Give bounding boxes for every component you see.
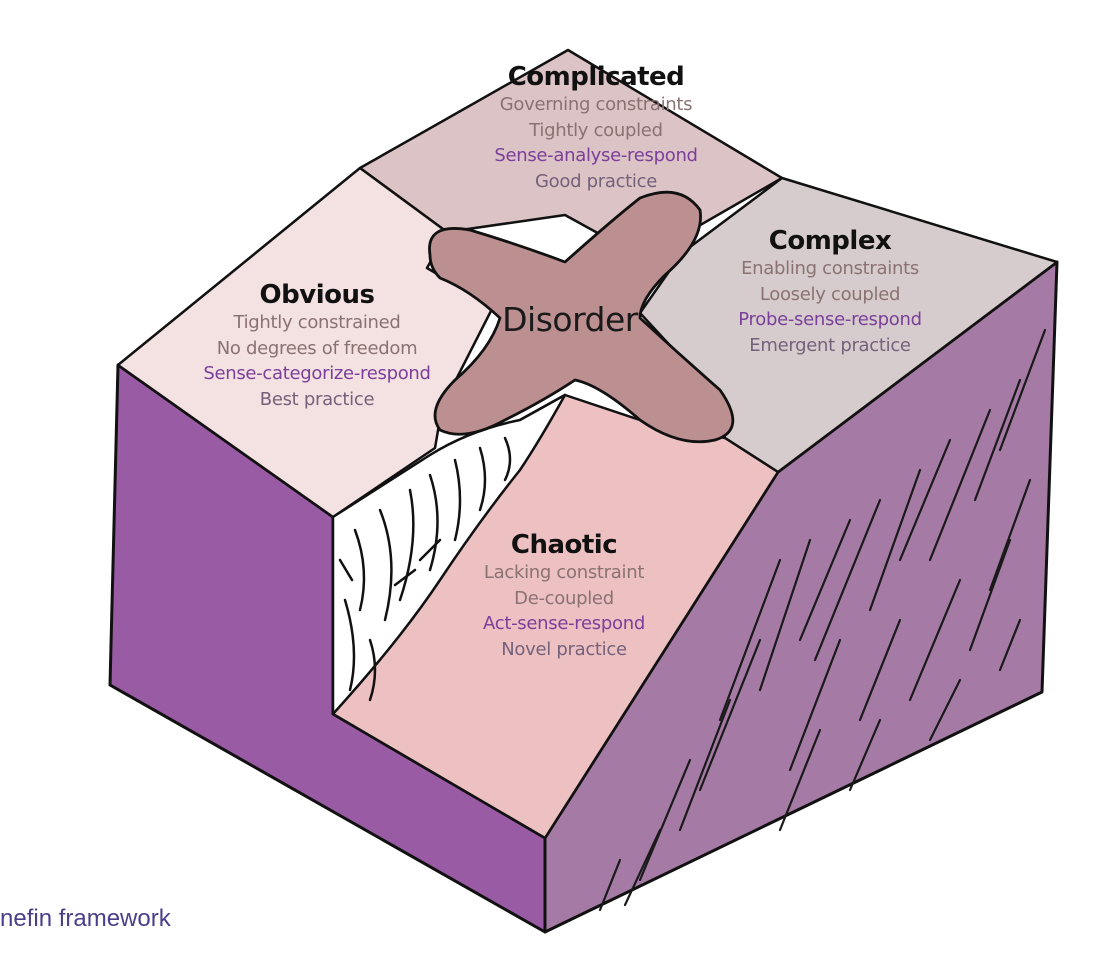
obvious-title: Obvious: [259, 280, 375, 310]
complex-constraints: Enabling constraints: [741, 258, 919, 279]
chaotic-method: Act-sense-respond: [483, 613, 645, 634]
disorder-shape: [428, 190, 735, 444]
complicated-title: Complicated: [507, 62, 685, 92]
complex-method: Probe-sense-respond: [738, 309, 922, 330]
obvious-constraints: Tightly constrained: [233, 312, 401, 333]
complex-practice: Emergent practice: [749, 334, 911, 356]
complex-coupling: Loosely coupled: [759, 283, 901, 305]
chaotic-title: Chaotic: [510, 530, 618, 560]
right-side-hatching: [598, 328, 1047, 912]
complicated-constraints: Governing constraints: [499, 94, 693, 115]
complex-title: Complex: [768, 226, 892, 256]
obvious-method: Sense-categorize-respond: [203, 363, 431, 384]
cliff-detail-strokes: [338, 436, 512, 702]
complicated-domain: Complicated Governing constraints Tightl…: [494, 62, 698, 194]
complicated-coupling: Tightly coupled: [529, 119, 663, 141]
chaotic-practice: Novel practice: [501, 638, 627, 660]
chaotic-domain: Chaotic Lacking constraint De-coupled Ac…: [483, 530, 645, 662]
obvious-coupling: No degrees of freedom: [216, 337, 418, 359]
disorder-label: Disorder: [502, 300, 638, 339]
chaotic-coupling: De-coupled: [514, 587, 614, 609]
complicated-practice: Good practice: [534, 170, 658, 192]
figure-caption: nefin framework: [0, 905, 171, 932]
complicated-method: Sense-analyse-respond: [494, 145, 698, 166]
chaotic-constraints: Lacking constraint: [483, 562, 645, 583]
obvious-domain: Obvious Tightly constrained No degrees o…: [203, 280, 431, 412]
obvious-practice: Best practice: [259, 388, 375, 410]
complex-domain: Complex Enabling constraints Loosely cou…: [738, 226, 922, 358]
